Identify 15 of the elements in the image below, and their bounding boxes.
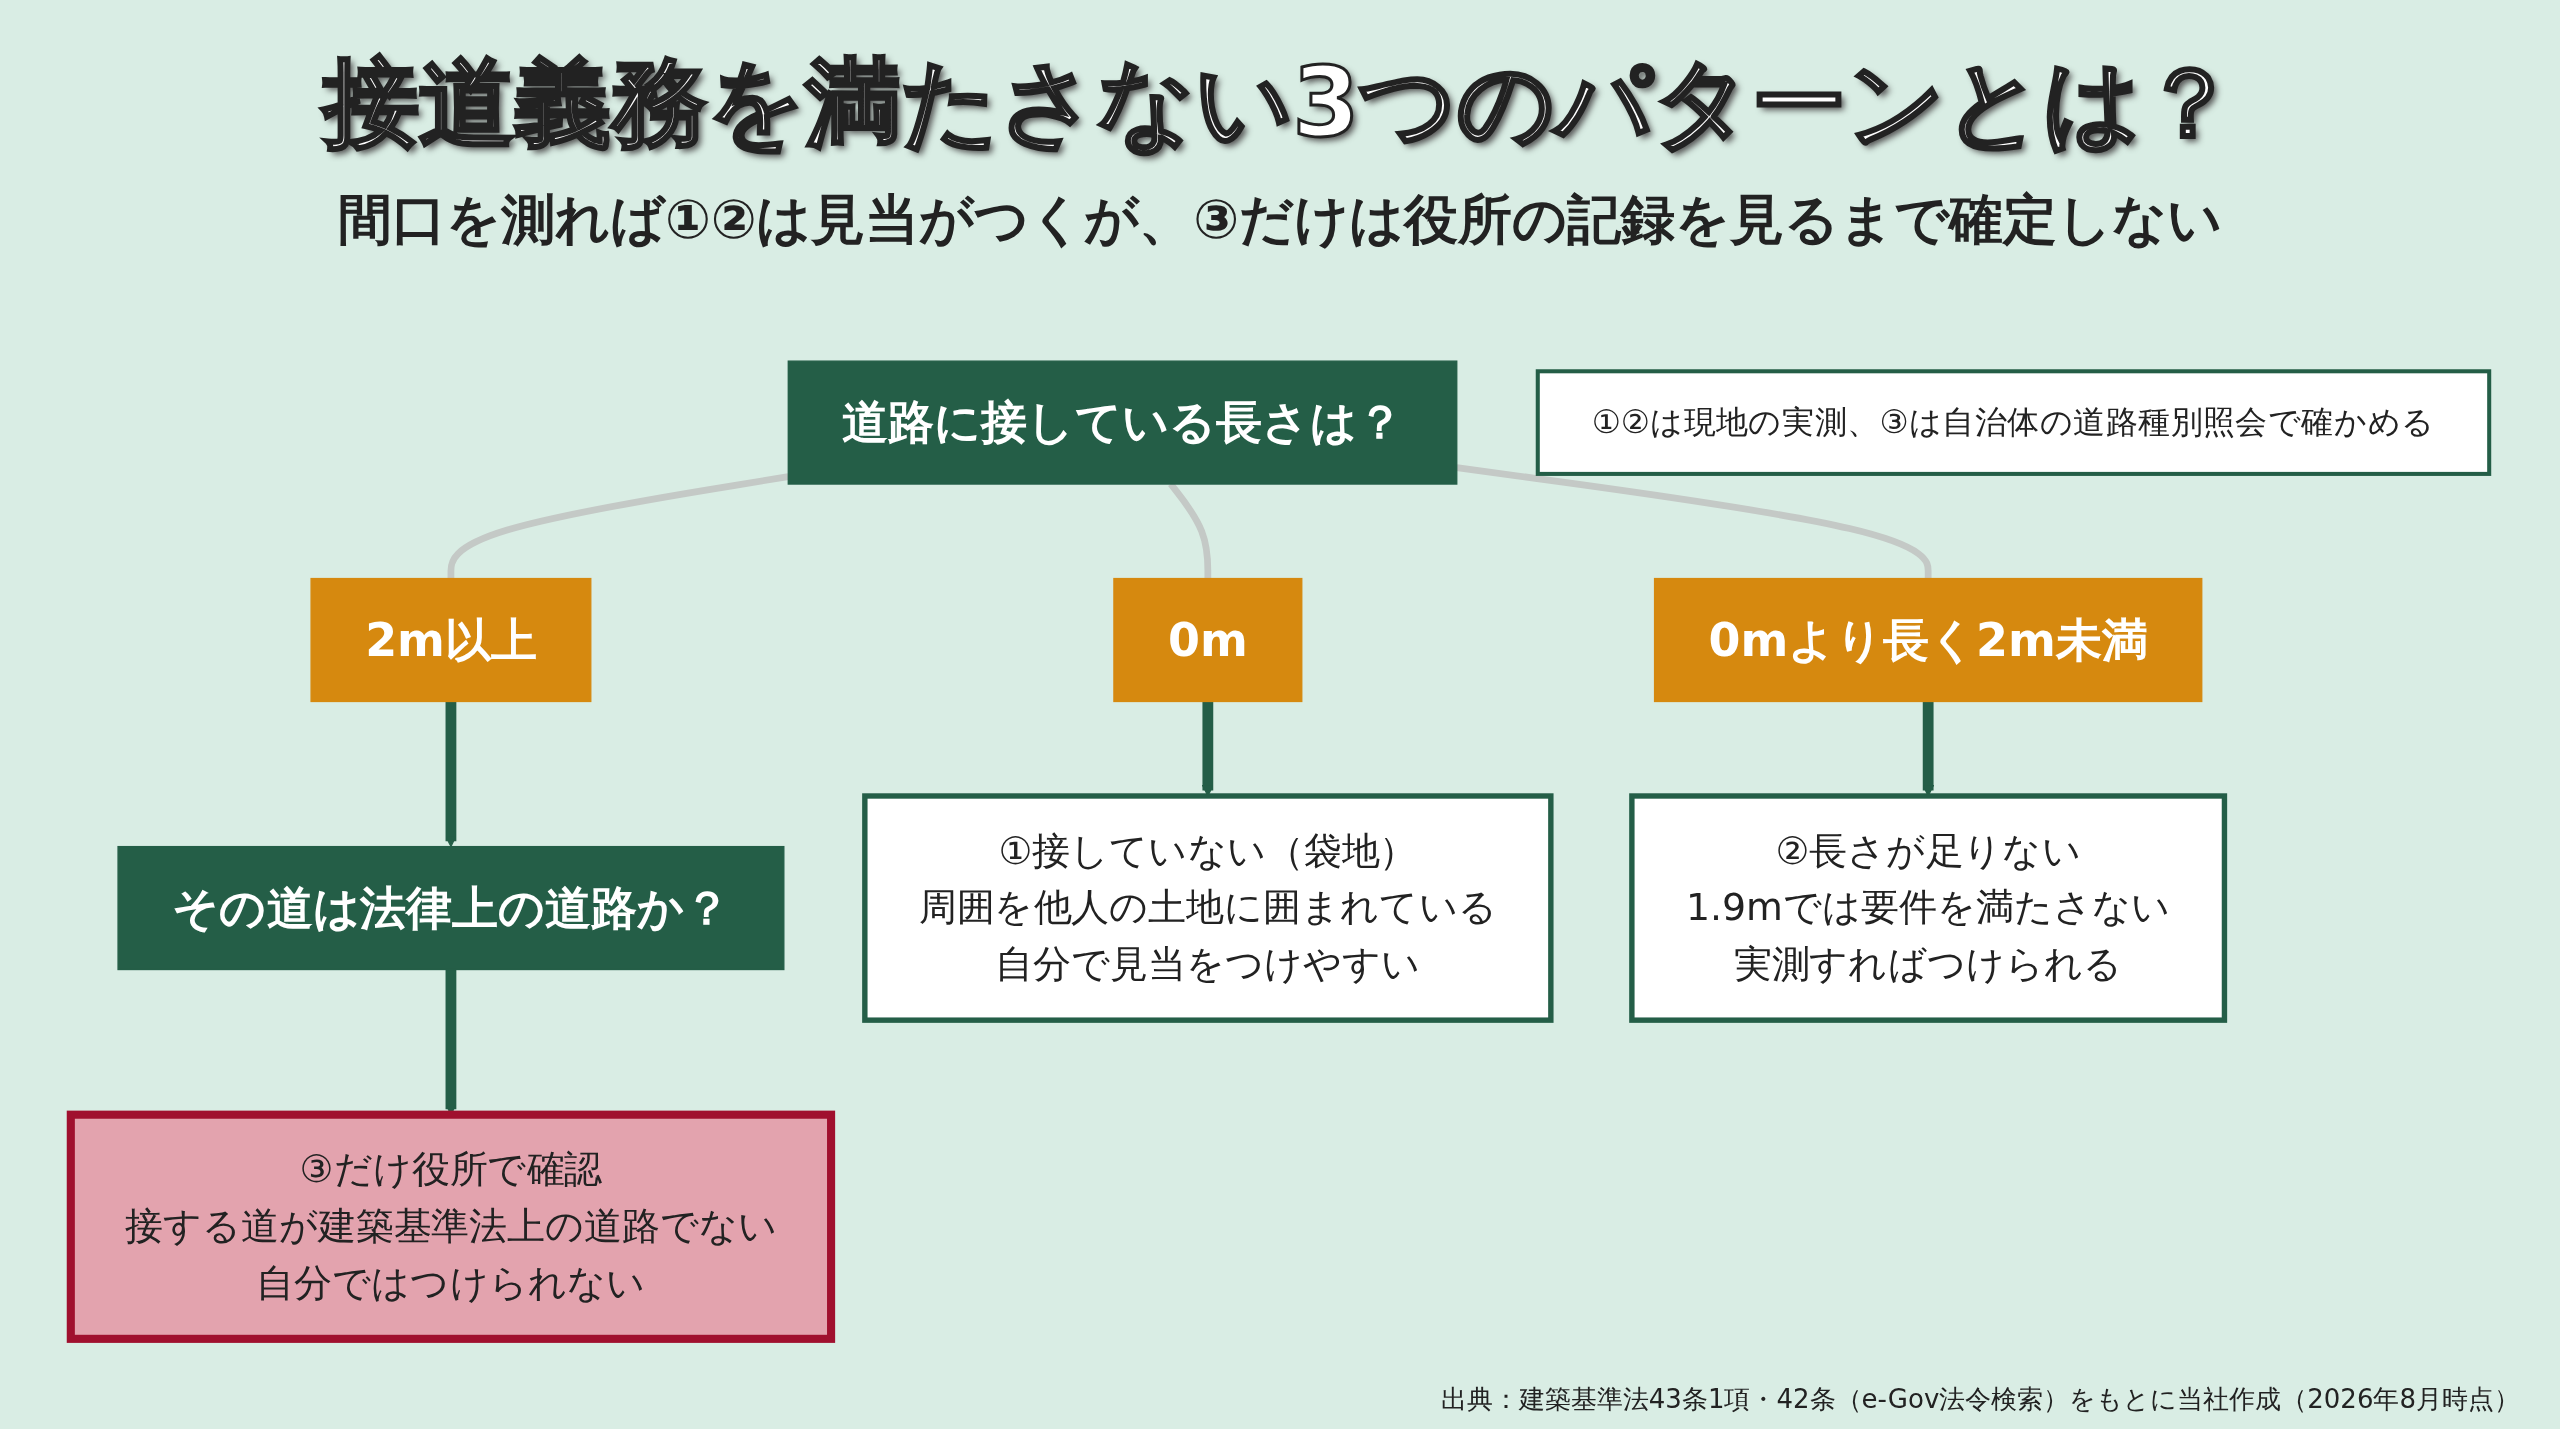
node-box: 0m bbox=[1113, 577, 1303, 703]
node-box: ③だけ役所で確認 接する道が建築基準法上の道路でない 自分ではつけられない bbox=[66, 1110, 836, 1343]
node-box: 0mより長く2m未満 bbox=[1653, 577, 2203, 703]
connector bbox=[1456, 464, 1932, 579]
source-caption: 出典：建築基準法43条1項・42条（e-Gov法令検索）をもとに当社作成（2026年8月時点） bbox=[1440, 1383, 2520, 1416]
subtitle: 間口を測れば①②は見当がつくが、③だけは役所の記録を見るまで確定しない bbox=[336, 187, 2224, 253]
node-box: ①②は現地の実測、③は自治体の道路種別照会で確かめる bbox=[1535, 369, 2492, 476]
arrow bbox=[445, 701, 457, 848]
title: 接道義務を満たさない3つのパターンとは？ bbox=[319, 46, 2239, 161]
connector bbox=[447, 473, 789, 579]
node-box: ②長さが足りない 1.9mでは要件を満たさない 実測すればつけられる bbox=[1629, 793, 2228, 1023]
node-box: その道は法律上の道路か？ bbox=[117, 845, 785, 971]
node-box: 2m以上 bbox=[310, 577, 592, 703]
node-box: 道路に接している長さは？ bbox=[787, 360, 1458, 485]
node-box: ①接していない（袋地） 周囲を他人の土地に囲まれている 自分で見当をつけやすい bbox=[862, 793, 1554, 1023]
